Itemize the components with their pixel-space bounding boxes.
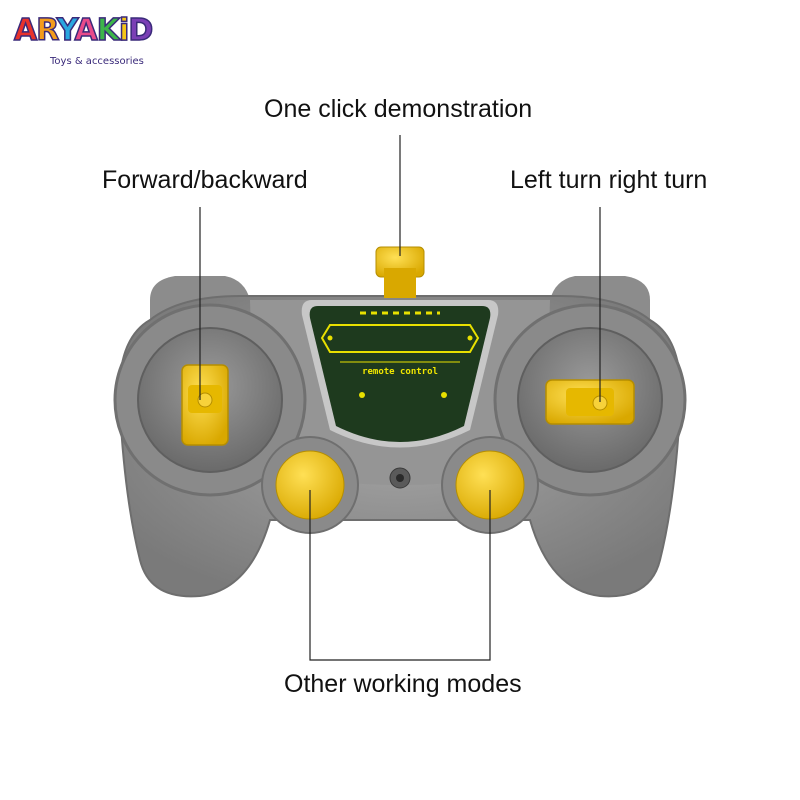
logo-letter: K [96, 13, 121, 49]
brand-logo-letters: ARYAKiD [13, 13, 154, 49]
callout-other-modes: Other working modes [284, 670, 522, 698]
callout-forward-backward: Forward/backward [102, 166, 308, 194]
callout-lines [199, 135, 601, 661]
logo-letter: Y [56, 13, 76, 49]
logo-letter: i [118, 13, 130, 49]
panel-text: remote control [362, 367, 438, 377]
brand-tagline: Toys & accessories [50, 56, 144, 67]
right-stick [493, 303, 687, 497]
logo-letter: D [128, 13, 154, 49]
brand-logo: ARYAKiD Toys & accessories [13, 13, 154, 74]
mode-buttons [261, 436, 539, 534]
logo-letter: A [13, 13, 38, 49]
remote-control-panel: remote control [301, 300, 499, 448]
logo-letter: A [74, 13, 99, 49]
left-stick [113, 303, 307, 497]
callout-one-click: One click demonstration [264, 95, 533, 123]
demo-button [375, 246, 425, 298]
logo-letter: R [35, 13, 58, 49]
callout-left-right-turn: Left turn right turn [510, 166, 708, 194]
